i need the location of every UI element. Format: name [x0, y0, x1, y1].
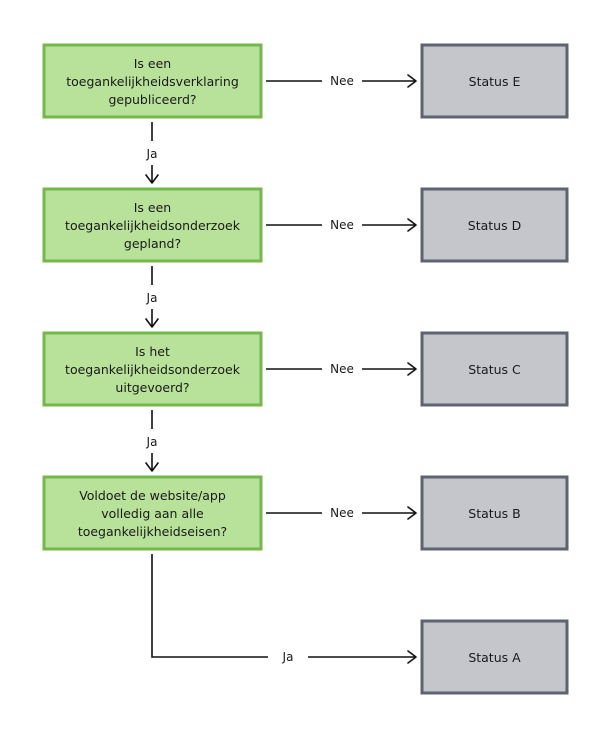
question-node-2: Is een toegankelijkheidsonderzoek geplan…	[42, 187, 263, 263]
arrowhead	[407, 650, 417, 664]
arrowhead	[145, 462, 159, 472]
question-2-line-1: Is een	[134, 200, 171, 215]
yes-edge-4: Ja	[151, 554, 417, 664]
status-c-label: Status C	[468, 362, 521, 377]
no-edge-2: Nee	[266, 218, 417, 232]
no-edge-4: Nee	[266, 506, 417, 520]
no-label-2: Nee	[330, 218, 354, 232]
question-1-line-1: Is een	[134, 56, 171, 71]
yes-edge-3: Ja	[145, 410, 159, 472]
question-4-line-3: toegankelijkheidseisen?	[78, 524, 227, 539]
yes-edge-1: Ja	[145, 122, 159, 184]
question-2-line-3: gepland?	[124, 236, 181, 251]
question-2-line-2: toegankelijkheidsonderzoek	[65, 218, 241, 233]
status-node-d: Status D	[420, 187, 569, 263]
arrowhead	[407, 506, 417, 520]
no-edge-3: Nee	[266, 362, 417, 376]
arrowhead	[407, 362, 417, 376]
no-label-3: Nee	[330, 362, 354, 376]
status-a-label: Status A	[468, 650, 521, 665]
question-node-1: Is een toegankelijkheidsverklaring gepub…	[42, 43, 263, 119]
question-1-line-2: toegankelijkheidsverklaring	[66, 74, 239, 89]
status-d-label: Status D	[468, 218, 521, 233]
arrowhead	[407, 218, 417, 232]
no-edge-1: Nee	[266, 74, 417, 88]
question-3-line-3: uitgevoerd?	[115, 380, 189, 395]
question-node-4: Voldoet de website/app volledig aan alle…	[42, 475, 263, 551]
arrowhead	[145, 174, 159, 184]
yes-label-1: Ja	[146, 147, 158, 161]
question-node-3: Is het toegankelijkheidsonderzoek uitgev…	[42, 331, 263, 407]
status-node-e: Status E	[420, 43, 569, 119]
yes-label-2: Ja	[146, 291, 158, 305]
arrowhead	[407, 74, 417, 88]
status-node-b: Status B	[420, 475, 569, 551]
yes-label-4: Ja	[282, 650, 294, 664]
question-1-line-3: gepubliceerd?	[108, 92, 196, 107]
arrowhead	[145, 318, 159, 328]
status-node-a: Status A	[420, 619, 569, 695]
yes-label-3: Ja	[146, 435, 158, 449]
status-e-label: Status E	[469, 74, 521, 89]
status-node-c: Status C	[420, 331, 569, 407]
question-3-line-2: toegankelijkheidsonderzoek	[65, 362, 241, 377]
status-b-label: Status B	[468, 506, 520, 521]
no-label-1: Nee	[330, 74, 354, 88]
question-3-line-1: Is het	[135, 344, 170, 359]
question-4-line-2: volledig aan alle	[101, 506, 204, 521]
question-4-line-1: Voldoet de website/app	[79, 488, 226, 503]
yes-edge-2: Ja	[145, 266, 159, 328]
no-label-4: Nee	[330, 506, 354, 520]
